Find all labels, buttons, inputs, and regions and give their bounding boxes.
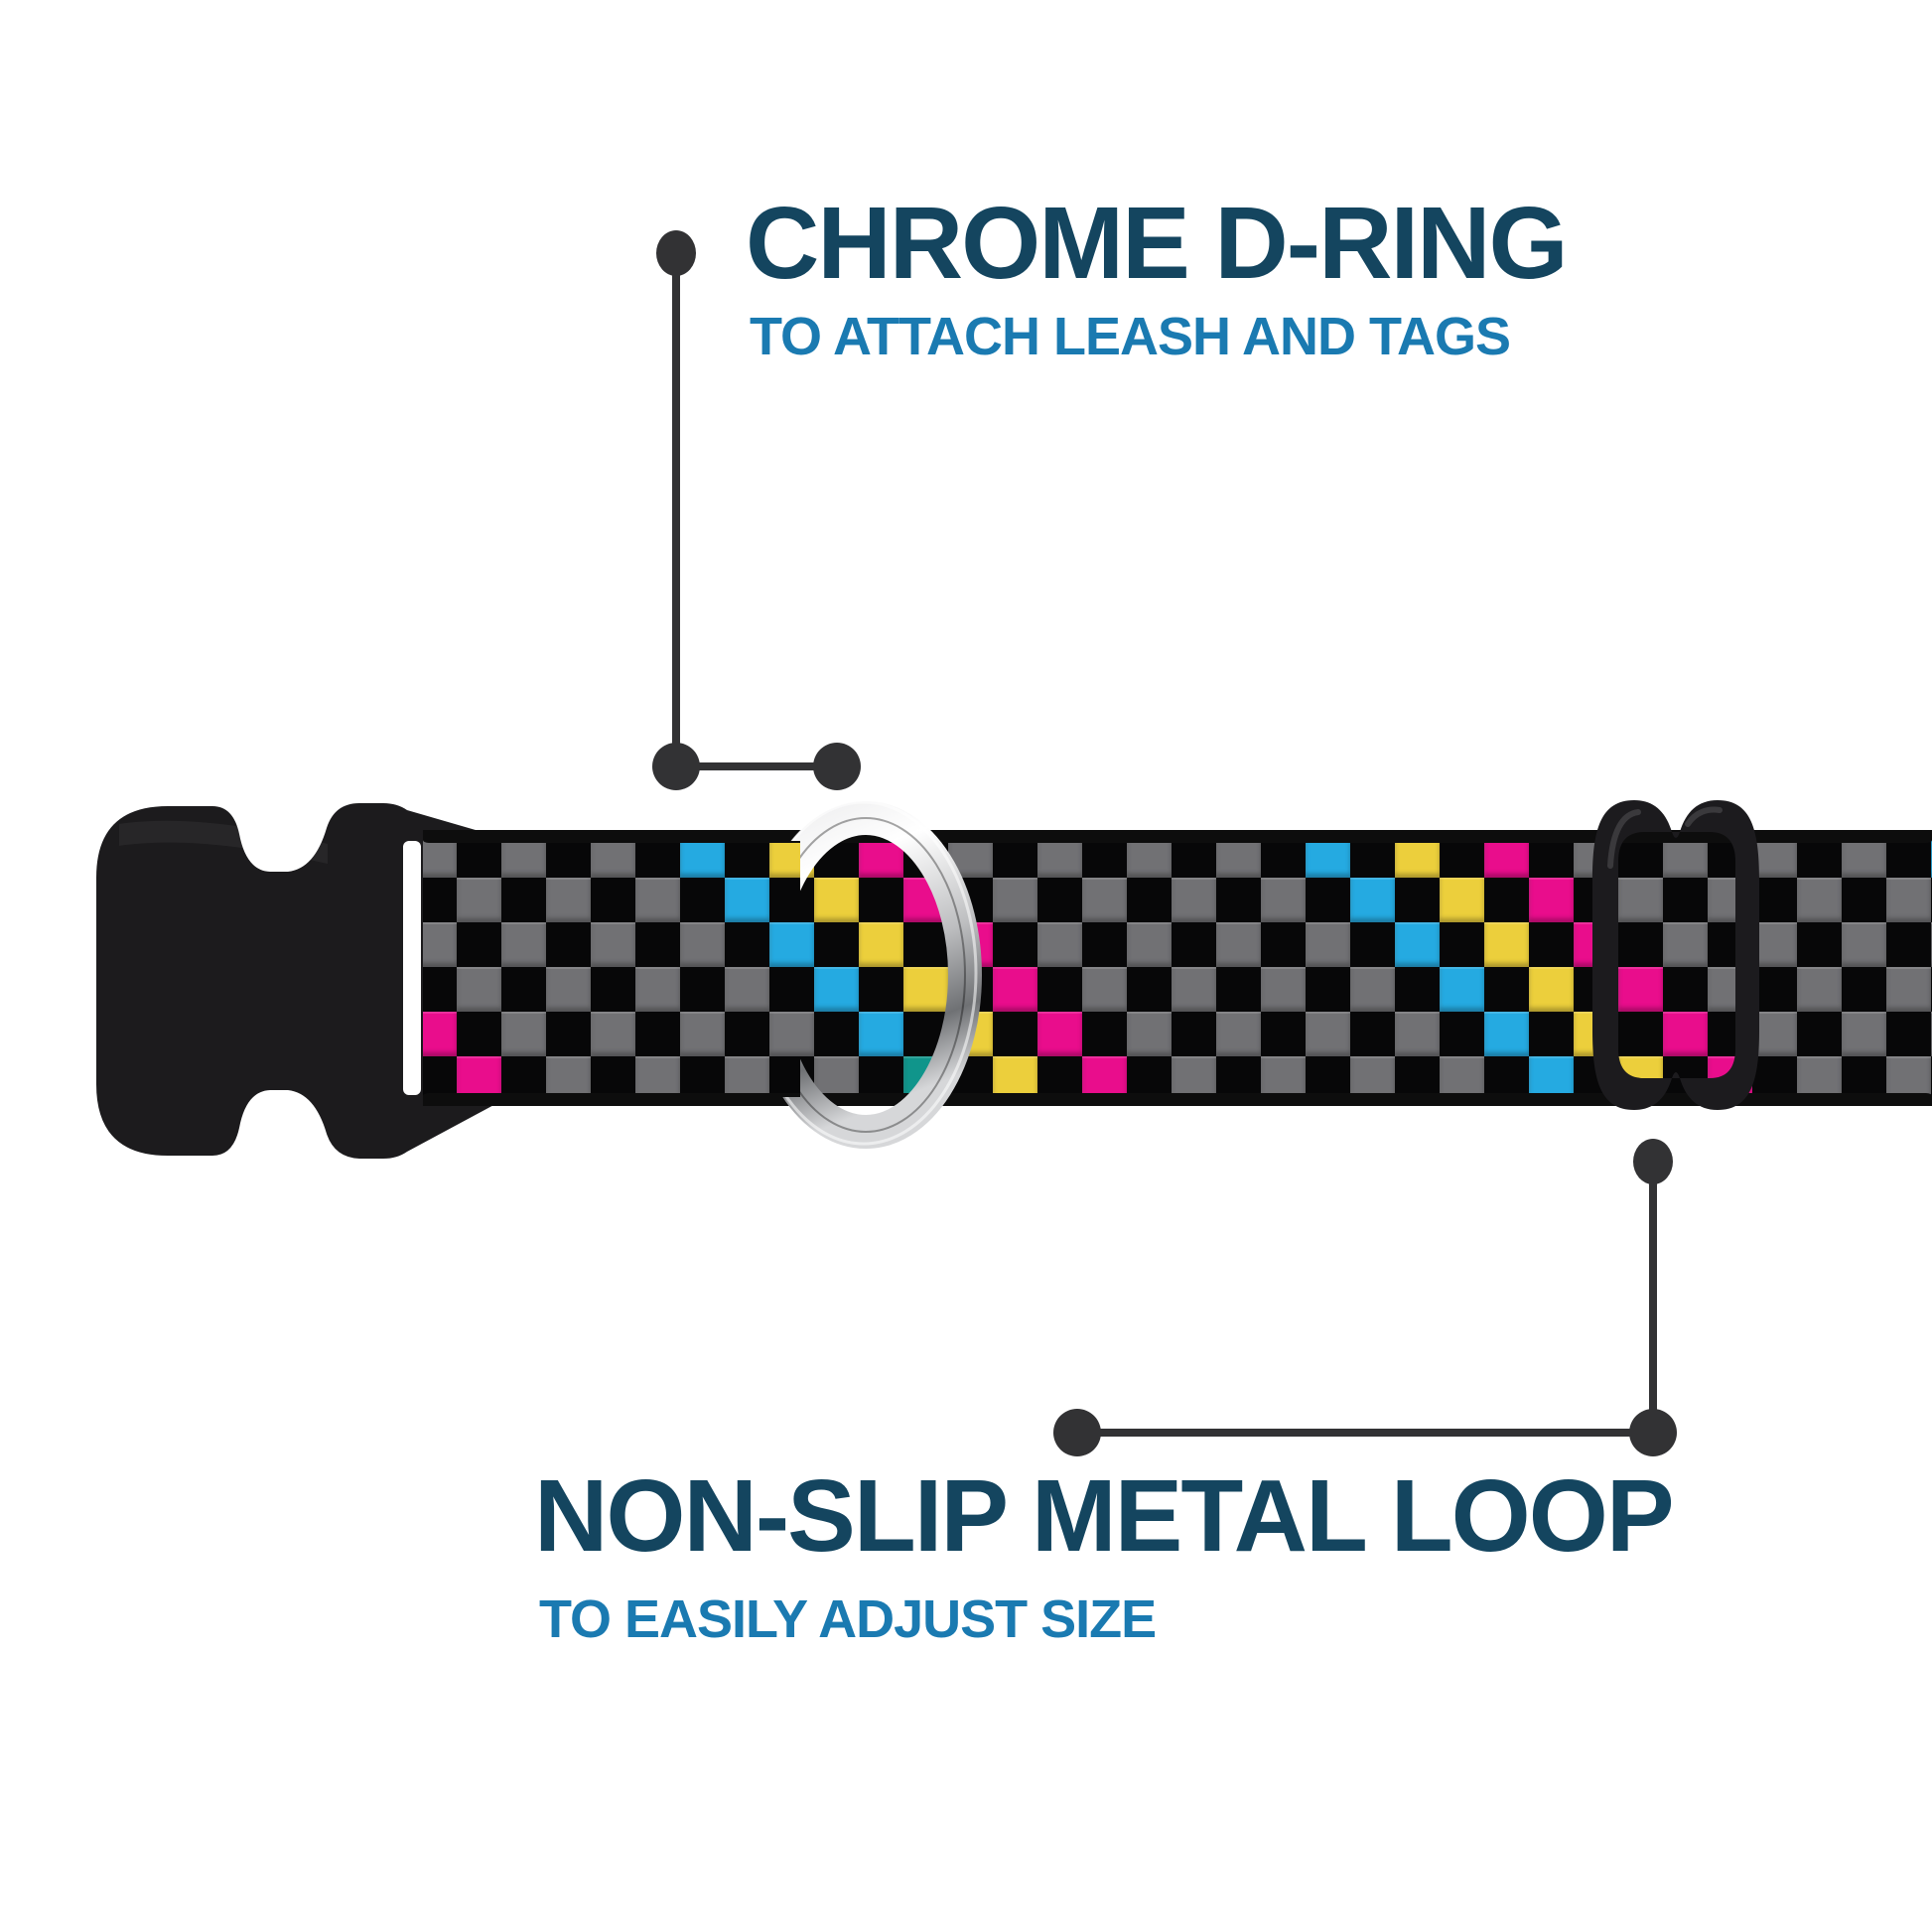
checker-cell-gray — [591, 922, 635, 967]
checker-cell-gray — [1797, 878, 1842, 922]
checker-cell-gray — [1082, 967, 1127, 1012]
checker-cell-magenta — [1663, 1012, 1708, 1056]
checker-cell-yellow — [948, 1012, 993, 1056]
checker-cell-blue — [1395, 922, 1440, 967]
callout-bottom-corner-dot — [1629, 1409, 1677, 1456]
checker-cell-yellow — [903, 967, 948, 1012]
checker-cell-blue — [725, 878, 769, 922]
checker-cell-blue — [769, 922, 814, 967]
checker-cell-gray — [769, 1012, 814, 1056]
checker-cell-gray — [1127, 1012, 1172, 1056]
top-heading: CHROME D-RING — [746, 186, 1569, 300]
checker-cell-yellow — [1484, 922, 1529, 967]
checker-cell-gray — [1127, 922, 1172, 967]
checker-cell-yellow — [1574, 1012, 1618, 1056]
checker-cell-gray — [1395, 1012, 1440, 1056]
checker-cell-gray — [725, 967, 769, 1012]
callout-bottom-start-dot — [1633, 1139, 1673, 1184]
checker-cell-gray — [1172, 967, 1216, 1012]
checker-cell-gray — [457, 878, 501, 922]
checker-cell-gray — [1350, 967, 1395, 1012]
collar-pattern — [423, 830, 1932, 1106]
callout-bottom — [1053, 1139, 1677, 1456]
checker-cell-magenta — [1574, 922, 1618, 967]
checker-cell-gray — [1752, 922, 1797, 967]
checker-cell-gray — [1842, 1012, 1886, 1056]
checker-cell-blue — [1350, 878, 1395, 922]
checker-cell-gray — [1663, 922, 1708, 967]
strap-top-edge — [423, 830, 1932, 843]
bottom-subheading: TO EASILY ADJUST SIZE — [539, 1589, 1157, 1649]
checker-cell-magenta — [903, 878, 948, 922]
checker-cell-gray — [1037, 922, 1082, 967]
checker-cell-magenta — [423, 1012, 457, 1056]
checker-cell-gray — [1306, 1012, 1350, 1056]
checker-cell-gray — [680, 922, 725, 967]
checker-cell-gray — [993, 878, 1037, 922]
checker-cell-yellow — [1440, 878, 1484, 922]
callout-top-end-dot — [813, 743, 861, 790]
checker-cell-gray — [457, 967, 501, 1012]
collar-strap — [423, 830, 1932, 1106]
buckle-surface-highlight — [119, 820, 328, 864]
checker-cell-yellow — [1529, 967, 1574, 1012]
checker-cell-gray — [591, 1012, 635, 1056]
top-subheading: TO ATTACH LEASH AND TAGS — [750, 307, 1511, 366]
checker-cell-yellow — [814, 878, 859, 922]
checker-cell-gray — [1708, 878, 1752, 922]
checker-cell-blue — [1484, 1012, 1529, 1056]
checker-cell-gray — [1216, 922, 1261, 967]
checker-cell-blue — [859, 1012, 903, 1056]
checker-cell-magenta — [1529, 878, 1574, 922]
checker-cell-magenta — [993, 967, 1037, 1012]
checker-cell-gray — [1306, 922, 1350, 967]
checker-cell-gray — [1842, 922, 1886, 967]
checker-cell-blue — [814, 967, 859, 1012]
checker-cell-magenta — [1618, 967, 1663, 1012]
checker-cell-gray — [546, 878, 591, 922]
checker-cell-gray — [1261, 967, 1306, 1012]
buckle-slot-gap — [403, 841, 421, 1095]
checker-cell-gray — [1618, 878, 1663, 922]
checker-cell-yellow — [859, 922, 903, 967]
strap-bottom-edge — [423, 1093, 1932, 1106]
callout-bottom-end-dot — [1053, 1409, 1101, 1456]
checker-cell-gray — [635, 878, 680, 922]
checker-cell-gray — [501, 1012, 546, 1056]
checker-cell-gray — [1886, 878, 1931, 922]
callout-top-corner-dot — [652, 743, 700, 790]
bottom-heading: NON-SLIP METAL LOOP — [534, 1458, 1675, 1573]
checker-cell-magenta — [948, 922, 993, 967]
checker-cell-blue — [1440, 967, 1484, 1012]
checker-cell-gray — [1172, 878, 1216, 922]
checker-cell-magenta — [1037, 1012, 1082, 1056]
checker-cell-gray — [1216, 1012, 1261, 1056]
checker-cell-gray — [1708, 967, 1752, 1012]
checker-cell-gray — [423, 922, 457, 967]
checker-cell-gray — [1797, 967, 1842, 1012]
checker-cell-gray — [635, 967, 680, 1012]
checker-cell-gray — [1752, 1012, 1797, 1056]
checker-cell-gray — [1261, 878, 1306, 922]
checker-cell-gray — [1886, 967, 1931, 1012]
checker-cell-gray — [501, 922, 546, 967]
checker-cell-gray — [1082, 878, 1127, 922]
checker-cell-gray — [546, 967, 591, 1012]
callout-top-start-dot — [656, 230, 696, 276]
checker-cell-gray — [680, 1012, 725, 1056]
